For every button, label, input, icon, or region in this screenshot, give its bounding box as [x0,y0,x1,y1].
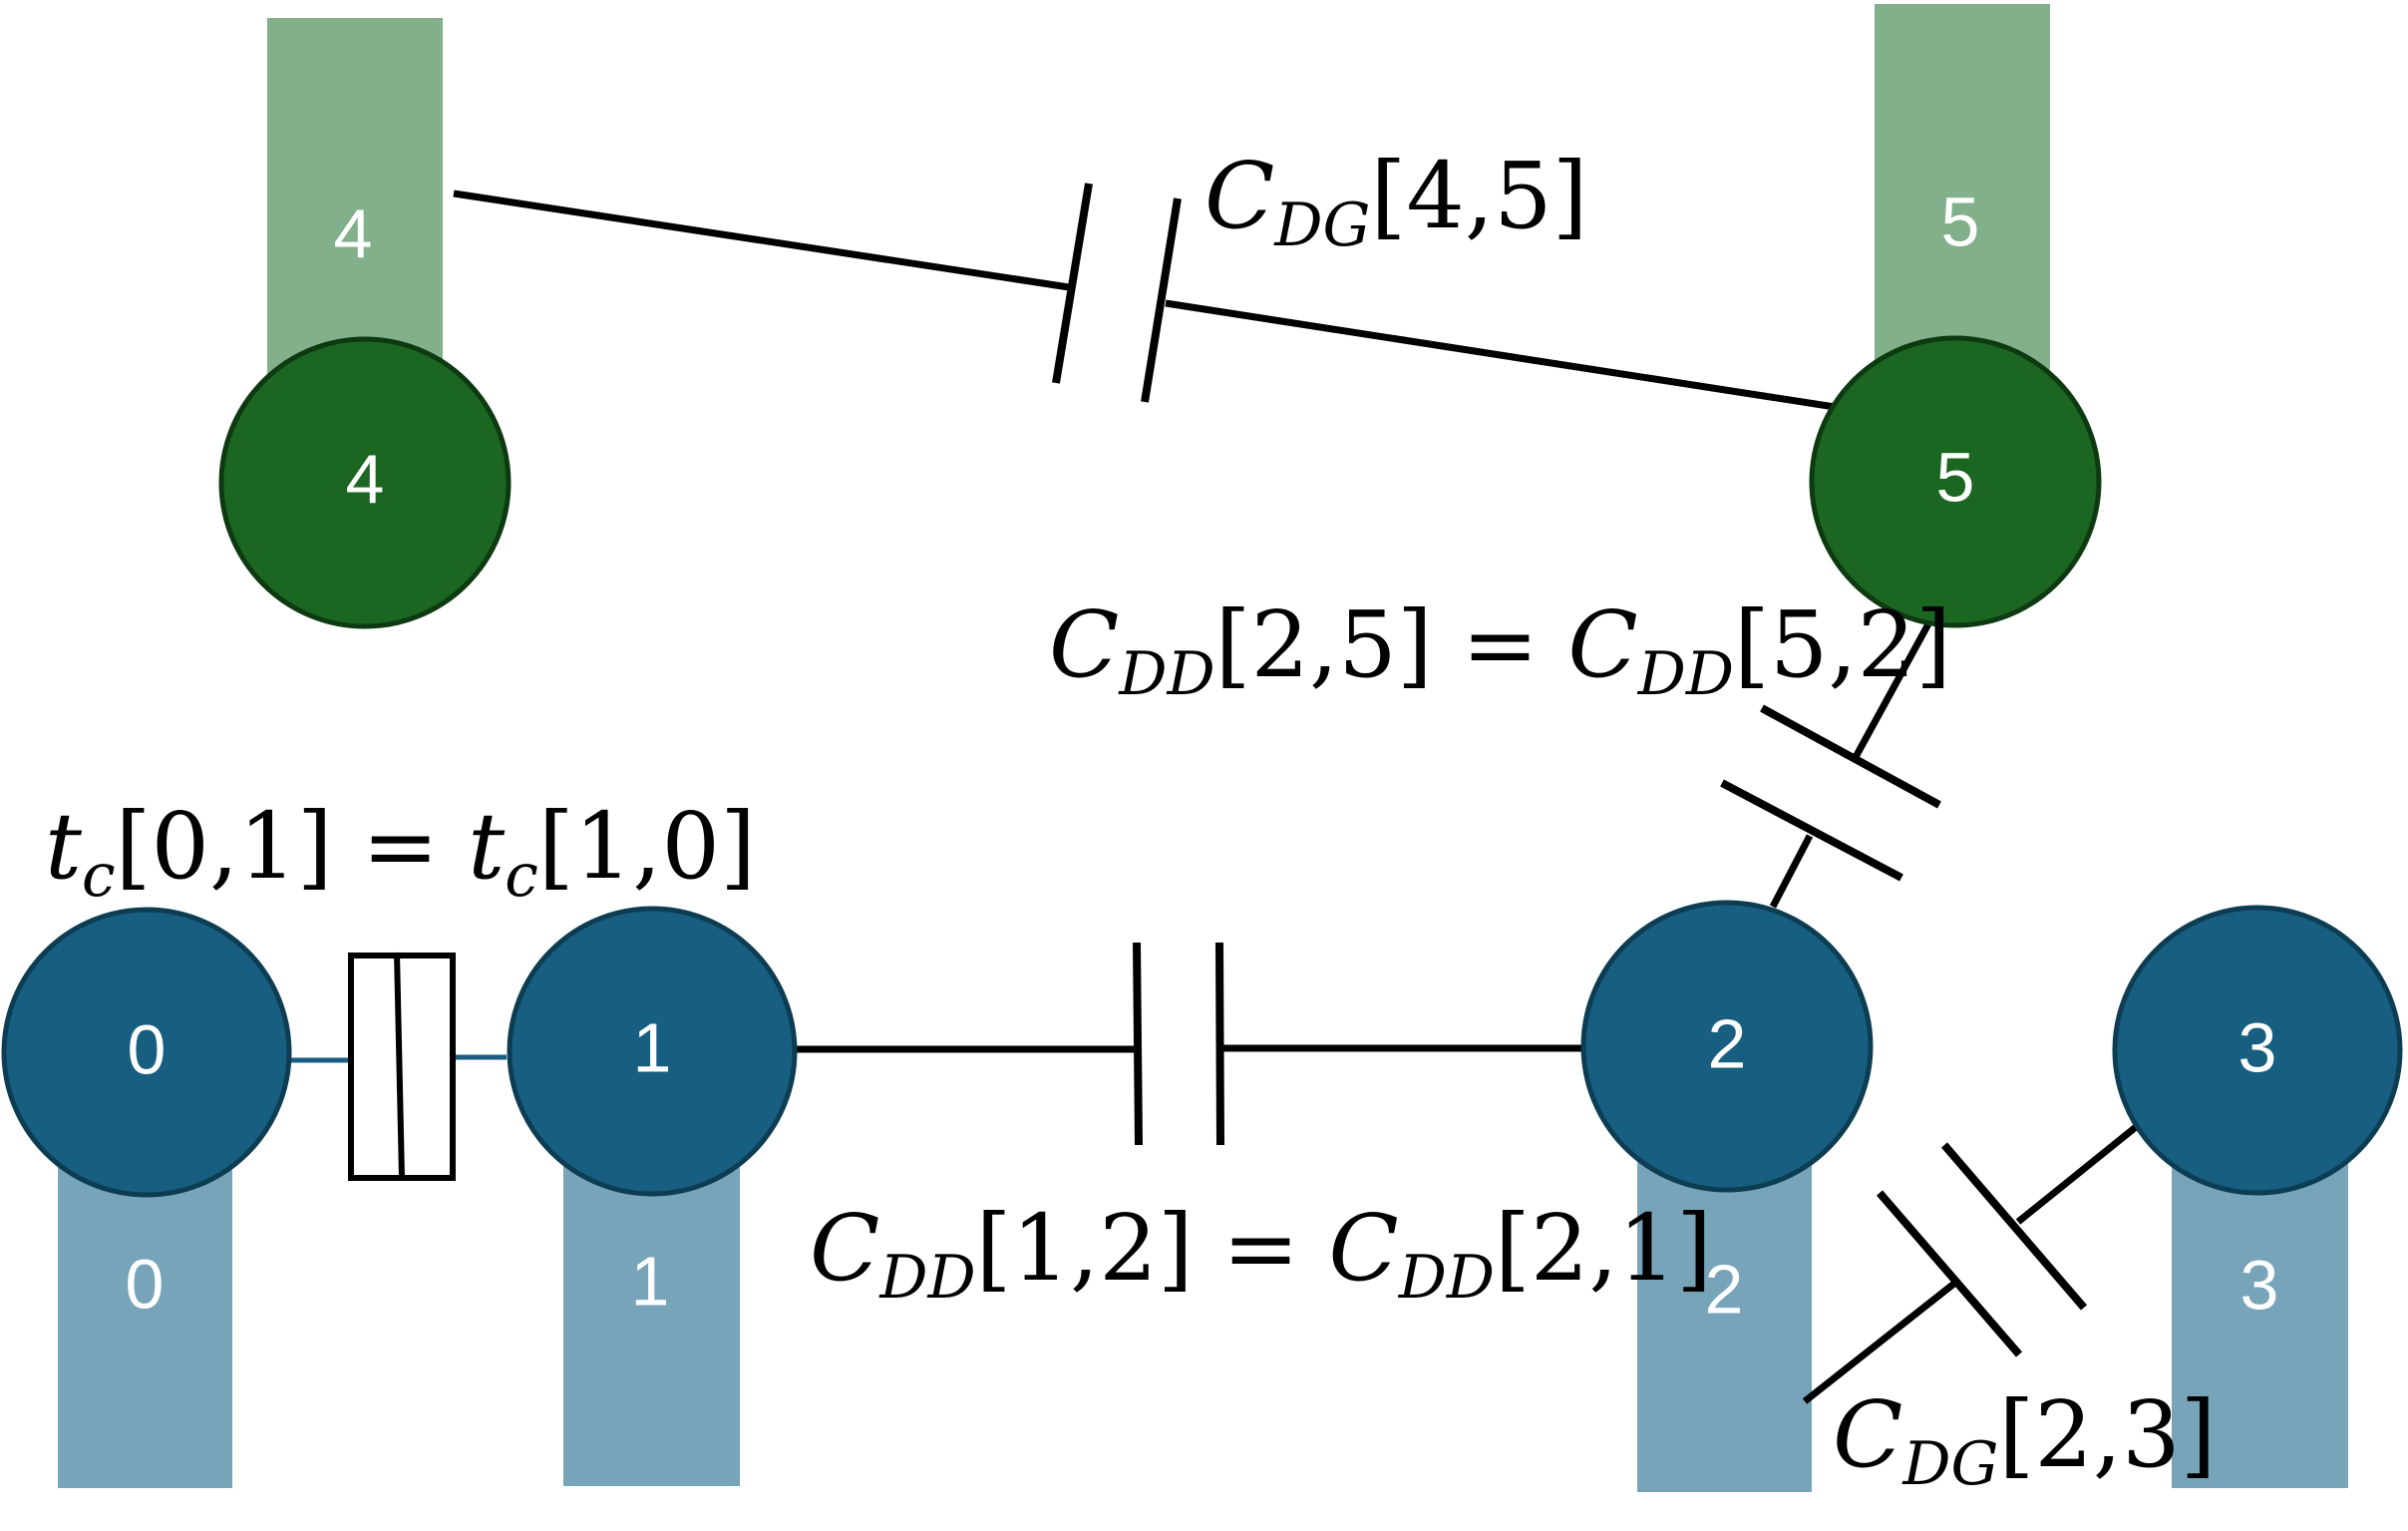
gate-label-1: 1 [631,1242,670,1320]
dot-2: 2 [1580,900,1874,1193]
label-cdd-1-2: CDD[1,2] = CDD[2,1] [810,1195,1712,1313]
gate-bar-1: 1 [563,1127,740,1486]
dot-1: 1 [507,906,798,1197]
capacitor-dg-2-3 [1802,1124,2139,1404]
gate-label-2: 2 [1705,1250,1744,1328]
gate-bar-4: 4 [267,18,443,399]
gate-bar-3: 3 [2172,1127,2348,1488]
dot-label-3: 3 [2238,1008,2277,1086]
capacitor-dg-4-5 [453,183,1836,411]
gate-label-4: 4 [334,194,373,272]
dot-label-1: 1 [633,1008,672,1086]
dot-3: 3 [2112,905,2403,1196]
dot-label-0: 0 [128,1010,167,1088]
dot-4: 4 [218,336,512,629]
gate-label-0: 0 [126,1245,165,1323]
dot-label-5: 5 [1936,438,1975,516]
label-tunnel-coupling: tc[0,1] = tc[1,0] [45,793,756,911]
label-cdg-2-3: CDG[2,3] [1833,1381,2217,1499]
capacitor-dd-1-2 [795,942,1585,1146]
tunnel-coupling-0-1 [289,952,507,1181]
dot-label-2: 2 [1708,1004,1747,1082]
label-cdg-4-5: CDG[4,5] [1204,143,1588,260]
dot-0: 0 [1,907,292,1198]
gate-bar-5: 5 [1875,4,2050,399]
dot-label-4: 4 [346,440,385,518]
dot-5: 5 [1809,335,2102,628]
gate-label-3: 3 [2240,1246,2279,1324]
gate-label-5: 5 [1941,183,1980,260]
capacitor-dd-2-5 [1720,618,1941,909]
label-cdd-2-5: CDD[2,5] = CDD[5,2] [1049,591,1951,709]
